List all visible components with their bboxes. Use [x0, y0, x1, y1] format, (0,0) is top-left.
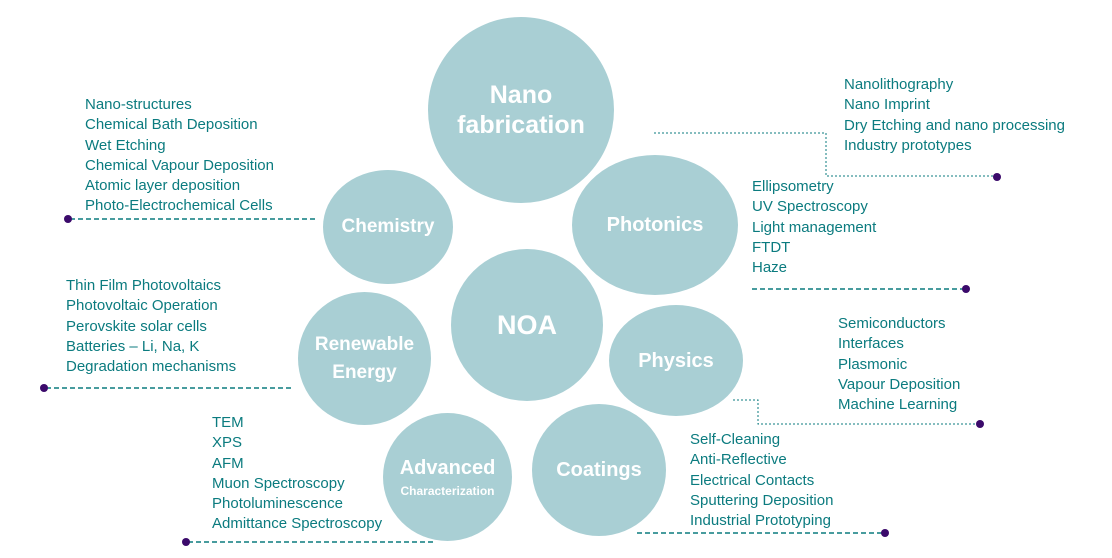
list-item: Muon Spectroscopy	[212, 474, 345, 492]
list-item: Vapour Deposition	[838, 375, 961, 393]
list-physics: Semiconductors Interfaces Plasmonic Vapo…	[838, 314, 960, 415]
list-item: Interfaces	[838, 335, 904, 353]
list-item: Nano Imprint	[844, 96, 930, 114]
list-item: Chemical Bath Deposition	[85, 116, 258, 134]
list-item: Photo-Electrochemical Cells	[85, 197, 273, 215]
list-item: Nano-structures	[85, 96, 192, 113]
list-item: Chemical Vapour Deposition	[85, 156, 274, 174]
list-chemistry: Nano-structures Chemical Bath Deposition…	[85, 95, 274, 217]
list-item: AFM	[212, 454, 244, 472]
list-item: TEM	[212, 414, 244, 431]
list-item: Electrical Contacts	[690, 471, 815, 489]
list-item: Dry Etching and nano processing	[844, 116, 1065, 134]
list-item: Ellipsometry	[752, 178, 834, 195]
list-item: Degradation mechanisms	[66, 358, 237, 376]
list-item: XPS	[212, 434, 243, 452]
list-item: Machine Learning	[838, 396, 958, 414]
circle-noa: NOA	[451, 249, 603, 401]
list-item: Nanolithography	[844, 76, 954, 93]
circle-label: Physics	[638, 349, 714, 372]
connector-dot	[182, 538, 190, 546]
list-item: Wet Etching	[85, 136, 166, 154]
list-item: Perovskite solar cells	[66, 317, 207, 335]
list-item: Industry prototypes	[844, 136, 972, 154]
list-photonics: Ellipsometry UV Spectroscopy Light manag…	[752, 177, 876, 278]
list-item: Admittance Spectroscopy	[212, 515, 383, 533]
circle-label: NOA	[497, 309, 557, 340]
list-advanced-characterization: TEM XPS AFM Muon Spectroscopy Photolumin…	[212, 413, 382, 535]
circle-label: Coatings	[556, 459, 642, 481]
list-item: Plasmonic	[838, 355, 908, 373]
list-item: Semiconductors	[838, 315, 946, 332]
list-item: Sputtering Deposition	[690, 491, 834, 509]
list-item: Anti-Reflective	[690, 451, 787, 469]
list-item: Industrial Prototyping	[690, 512, 831, 530]
list-item: Photovoltaic Operation	[66, 297, 218, 315]
connector-dot	[64, 215, 72, 223]
connector-nanofab	[654, 132, 997, 177]
connector-physics	[733, 399, 979, 425]
list-item: Light management	[752, 218, 877, 236]
connector-dot	[993, 173, 1001, 181]
list-coatings: Self-Cleaning Anti-Reflective Electrical…	[690, 430, 833, 531]
list-item: Atomic layer deposition	[85, 177, 241, 195]
circle-label: Photonics	[606, 214, 704, 236]
connector-dot	[976, 420, 984, 428]
circle-renewable-energy: Renewable Energy	[298, 292, 431, 425]
connector-dot	[962, 285, 970, 293]
list-item: Self-Cleaning	[690, 431, 781, 448]
connector-dot	[881, 529, 889, 537]
circle-label: Advanced	[399, 456, 496, 479]
circle-sublabel: Characterization	[400, 483, 495, 498]
list-item: UV Spectroscopy	[752, 198, 868, 216]
circle-advanced-characterization: Advanced Characterization	[383, 413, 512, 541]
circle-label: Chemistry	[341, 215, 435, 237]
circle-coatings: Coatings	[532, 404, 666, 536]
circle-nano-fabrication: Nano fabrication	[428, 17, 614, 203]
list-nano-fabrication: Nanolithography Nano Imprint Dry Etching…	[844, 75, 1065, 156]
list-item: FTDT	[752, 238, 791, 256]
list-item: Thin Film Photovoltaics	[66, 277, 222, 294]
circle-photonics: Photonics	[572, 155, 738, 295]
circle-chemistry: Chemistry	[323, 170, 453, 284]
list-renewable-energy: Thin Film Photovoltaics Photovoltaic Ope…	[66, 276, 236, 377]
list-item: Batteries – Li, Na, K	[66, 337, 200, 355]
circle-physics: Physics	[609, 305, 743, 416]
list-item: Photoluminescence	[212, 495, 343, 513]
circle-label: Renewable Energy	[314, 333, 415, 383]
circle-label: Nano fabrication	[457, 81, 585, 139]
list-item: Haze	[752, 259, 788, 277]
connector-dot	[40, 384, 48, 392]
